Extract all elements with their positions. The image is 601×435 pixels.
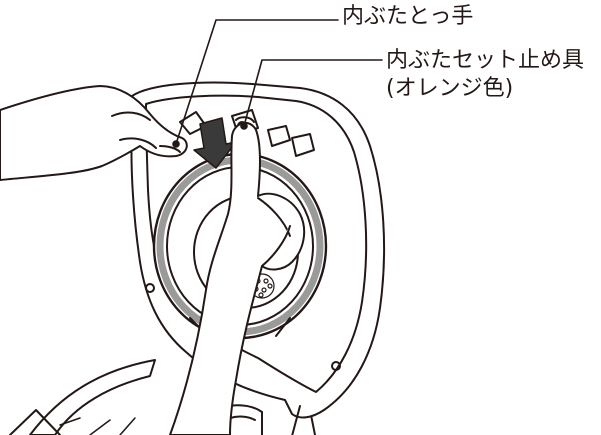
leader-lines	[172, 19, 383, 148]
inner-lid-stopper-color-note: (オレンジ色)	[386, 76, 514, 101]
inner-lid-stopper-label: 内ぶたセット止め具	[386, 48, 585, 73]
leader-inner-lid-knob	[175, 19, 339, 145]
left-hand	[0, 85, 188, 181]
press-down-arrow	[193, 117, 237, 169]
inner-lid-knob-label: 内ぶたとっ手	[342, 4, 474, 29]
leader-inner-lid-stopper	[243, 59, 383, 127]
right-hand	[169, 116, 306, 435]
